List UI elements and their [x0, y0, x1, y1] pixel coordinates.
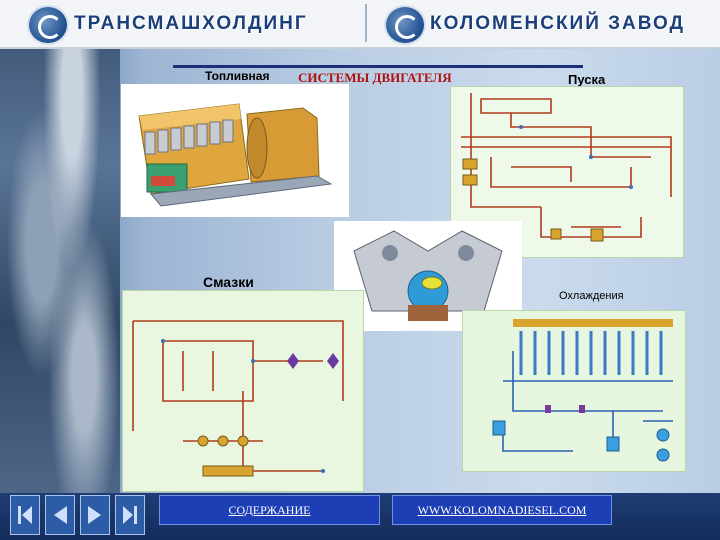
website-link[interactable]: WWW.KOLOMNADIESEL.COM — [417, 502, 587, 517]
prev-slide-button[interactable] — [45, 495, 75, 535]
engine-background-photo — [0, 0, 120, 540]
title-underline — [173, 65, 583, 68]
next-slide-button[interactable] — [80, 495, 110, 535]
cooling-system-label: Охлаждения — [559, 290, 624, 302]
first-slide-icon — [18, 506, 32, 524]
right-brand-name: КОЛОМЕНСКИЙ ЗАВОД — [430, 13, 686, 34]
lubrication-circuit-icon — [132, 320, 344, 477]
last-slide-button[interactable] — [115, 495, 145, 535]
fuel-system-label: Топливная — [205, 69, 270, 83]
contents-link-box[interactable]: СОДЕРЖАНИЕ — [159, 495, 380, 525]
first-slide-button[interactable] — [10, 495, 40, 535]
start-system-label: Пуска — [568, 72, 606, 87]
left-brand-name: ТРАНСМАШХОЛДИНГ — [74, 13, 308, 34]
contents-link[interactable]: СОДЕРЖАНИЕ — [228, 502, 311, 517]
last-slide-icon — [123, 506, 137, 524]
transmashholding-logo-icon — [27, 5, 69, 45]
cooling-system-diagram[interactable] — [462, 310, 686, 472]
engine-render-icon — [121, 84, 349, 217]
next-slide-icon — [88, 506, 101, 524]
lubrication-system-diagram[interactable] — [122, 290, 364, 492]
header-bar: ТРАНСМАШХОЛДИНГ КОЛОМЕНСКИЙ ЗАВОД — [0, 0, 720, 49]
page-title: СИСТЕМЫ ДВИГАТЕЛЯ — [298, 70, 452, 85]
kolomna-plant-logo-icon — [384, 5, 426, 45]
start-circuit-icon — [461, 93, 672, 242]
lubrication-system-label: Смазки — [203, 274, 254, 290]
website-link-box[interactable]: WWW.KOLOMNADIESEL.COM — [392, 495, 612, 525]
fuel-system-image[interactable] — [121, 84, 349, 217]
cooling-circuit-icon — [492, 319, 673, 462]
prev-slide-icon — [54, 506, 67, 524]
header-divider — [365, 4, 367, 42]
